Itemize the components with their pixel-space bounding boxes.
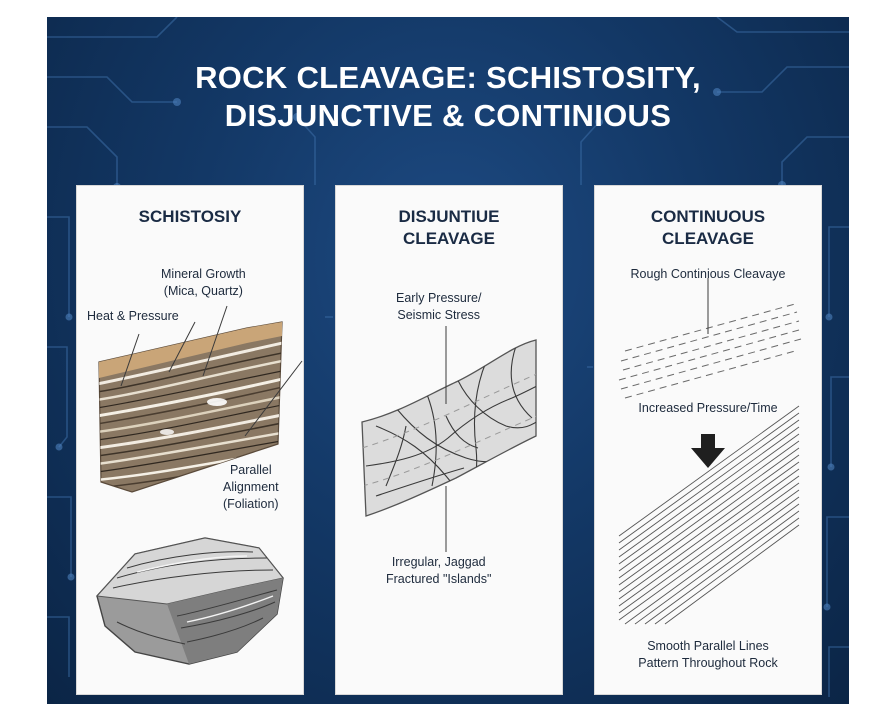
disjunctive-panel-title-line-1: DISJUNTIUE [398, 207, 500, 226]
increased-pressure-label: Increased Pressure/Time [638, 401, 778, 415]
schist-rock-sample [95, 537, 284, 665]
schistosity-panel-title: SCHISTOSIY [138, 207, 242, 226]
continuous-panel-title-line-2: CLEAVAGE [662, 229, 754, 248]
down-arrow-icon [691, 434, 725, 468]
early-pressure-label: Early Pressure/ Seismic Stress [396, 290, 481, 324]
mineral-growth-label: Mineral Growth (Mica, Quartz) [161, 266, 246, 300]
disjunctive-illustration [361, 326, 537, 552]
irregular-islands-label-line-2: Fractured "Islands" [386, 572, 492, 586]
smooth-parallel-label-line-2: Pattern Throughout Rock [638, 656, 778, 670]
mineral-growth-label-line-1: Mineral Growth [161, 267, 246, 281]
continuous-panel-title: CONTINUOUS CLEAVAGE [595, 206, 821, 250]
smooth-parallel-label: Smooth Parallel Lines Pattern Throughout… [595, 638, 821, 672]
disjunctive-panel-title-line-2: CLEAVAGE [403, 229, 495, 248]
circuit-board-pattern [47, 17, 849, 697]
schistosity-illustration [95, 305, 303, 665]
heat-pressure-label: Heat & Pressure [87, 309, 179, 323]
irregular-islands-label-line-1: Irregular, Jaggad [391, 555, 486, 569]
mineral-growth-label-line-2: (Mica, Quartz) [163, 284, 243, 298]
poster-background: ROCK CLEAVAGE: SCHISTOSITY, DISJUNCTIVE … [47, 17, 849, 704]
schistosity-panel: SCHISTOSIY [76, 185, 304, 695]
rough-cleavage-dashes [618, 303, 802, 399]
irregular-islands-label: Irregular, Jaggad Fractured "Islands" [386, 554, 491, 588]
parallel-alignment-label-line-1: Parallel [229, 463, 272, 477]
page-title: ROCK CLEAVAGE: SCHISTOSITY, DISJUNCTIVE … [47, 59, 849, 135]
page-title-line-1: ROCK CLEAVAGE: SCHISTOSITY, [195, 60, 701, 95]
page-title-line-2: DISJUNCTIVE & CONTINIOUS [224, 98, 672, 133]
continuous-cleavage-panel: CONTINUOUS CLEAVAGE [594, 185, 822, 695]
smooth-parallel-label-line-1: Smooth Parallel Lines [647, 639, 769, 653]
smooth-parallel-lines [618, 405, 800, 625]
early-pressure-label-line-2: Seismic Stress [397, 308, 481, 322]
disjunctive-cleavage-panel: DISJUNTIUE CLEAVAGE [335, 185, 563, 695]
parallel-alignment-label-line-2: Alignment [223, 480, 279, 494]
disjunctive-panel-title: DISJUNTIUE CLEAVAGE [336, 206, 562, 250]
rough-cleavage-label: Rough Continious Cleavaye [630, 267, 786, 281]
early-pressure-label-line-1: Early Pressure/ [396, 291, 482, 305]
continuous-panel-title-line-1: CONTINUOUS [650, 207, 766, 226]
continuous-illustration [618, 278, 802, 625]
parallel-alignment-label-line-3: (Foliation) [223, 497, 279, 511]
parallel-alignment-label: Parallel Alignment (Foliation) [223, 462, 279, 513]
